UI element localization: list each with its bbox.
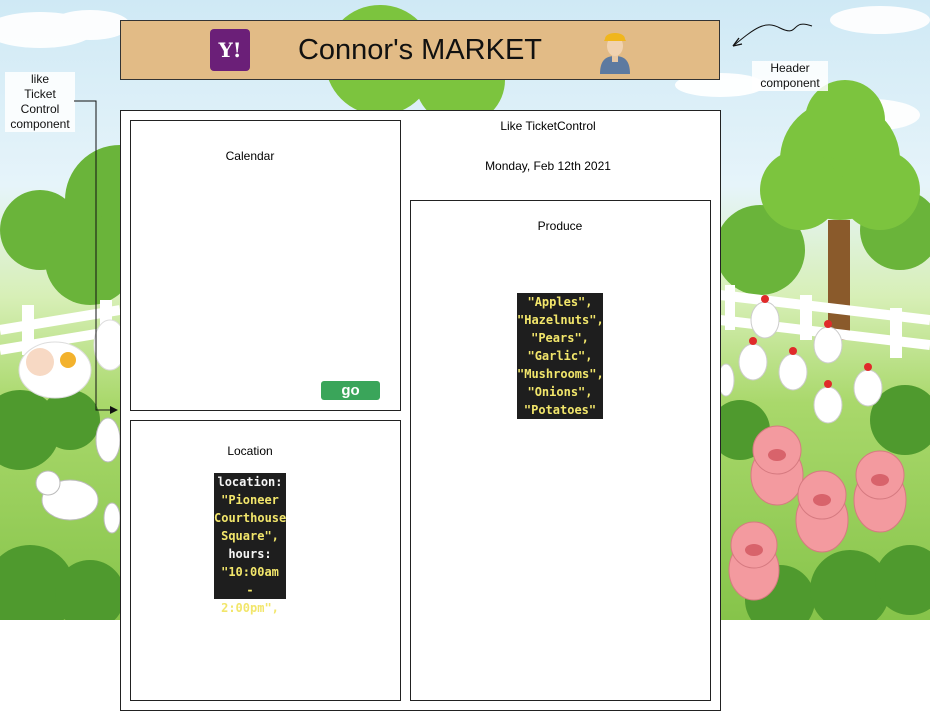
produce-item: "Garlic", (527, 349, 593, 363)
code-line: "10:00am - (221, 565, 279, 597)
market-title: Connor's MARKET (297, 33, 543, 66)
location-code-block: location: "Pioneer Courthouse Square", h… (214, 473, 287, 615)
produce-item: "Onions", (527, 385, 593, 399)
code-line: location: (217, 475, 283, 489)
calendar-panel (130, 120, 401, 411)
ticket-control-title: Like TicketControl (500, 119, 596, 133)
header-pointer-arrow (732, 23, 813, 47)
header-component-note: Header component (752, 61, 828, 91)
code-line: 2:00pm", (221, 601, 279, 615)
yahoo-logo[interactable]: Y! (210, 29, 250, 71)
code-line: hours: (228, 547, 272, 561)
produce-item: "Potatoes" (523, 403, 597, 417)
date-label: Monday, Feb 12th 2021 (485, 159, 611, 173)
code-line: Courthouse (214, 511, 287, 525)
code-line: "Pioneer (221, 493, 279, 507)
calendar-label: Calendar (225, 149, 275, 163)
produce-panel (410, 200, 711, 701)
code-line: Square", (221, 529, 279, 543)
location-label: Location (227, 444, 273, 458)
produce-item: "Hazelnuts", (517, 313, 604, 327)
produce-label: Produce (537, 219, 583, 233)
produce-item: "Mushrooms", (517, 367, 604, 381)
go-button[interactable]: go (321, 381, 380, 400)
produce-item: "Apples", (527, 295, 593, 309)
ticket-control-note: like Ticket Control component (5, 72, 75, 132)
user-avatar-icon[interactable] (596, 26, 634, 74)
ticket-control-bracket (74, 100, 118, 414)
produce-item: "Pears", (531, 331, 589, 345)
produce-code-block: "Apples", "Hazelnuts", "Pears", "Garlic"… (517, 293, 604, 419)
